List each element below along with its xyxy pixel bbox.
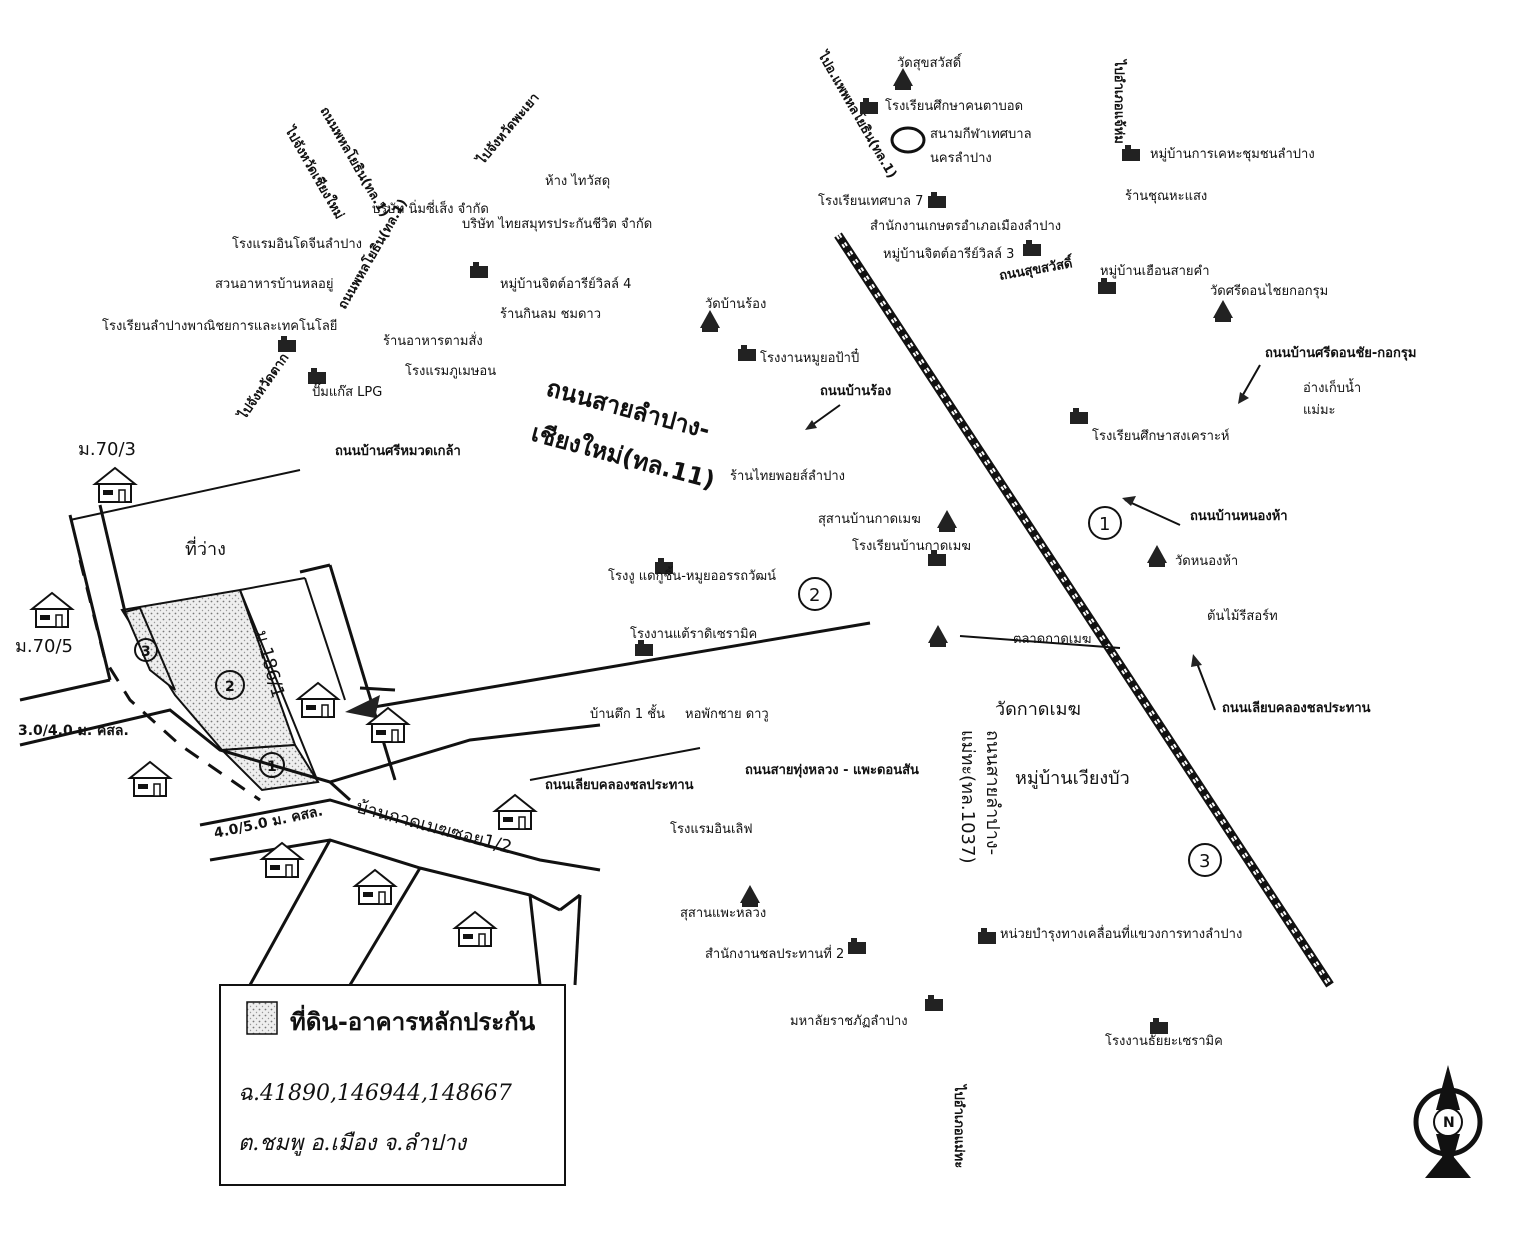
place-label: ห้าง ไทวัสดุ xyxy=(545,173,610,189)
road-label: แม่ทะ(ทล.1037) xyxy=(957,730,978,863)
road-label: ไปอำเภอแจ้ห่ม xyxy=(1111,58,1128,144)
road-label: ถนนบ้านศรีดอนชัย-กอกรุม xyxy=(1265,345,1416,361)
place-label: วัดศรีดอนไชยกอกรุม xyxy=(1210,283,1328,299)
place-label: ร้านกินลม ชมดาว xyxy=(500,307,601,322)
road-to-plot xyxy=(367,621,871,710)
area-label: วัดกาดเมฆ xyxy=(995,699,1081,720)
place-label: หมู่บ้านจิตต์อารีย์วิลล์ 3 xyxy=(883,246,1014,262)
place-label: อ่างเก็บน้ำ xyxy=(1303,378,1361,396)
place-label: สำนักงานชลประทานที่ 2 xyxy=(705,945,844,962)
marker-3: 3 xyxy=(1199,851,1210,872)
legend-swatch xyxy=(246,1001,278,1035)
place-label: วัดสุขสวัสดิ์ xyxy=(897,53,963,71)
plot-pointer-icon xyxy=(345,695,380,718)
place-label: สวนอาหารบ้านหลอยู่ xyxy=(215,277,333,292)
place-label: สุสานแพะหลวง xyxy=(680,906,766,921)
place-label: โรงงู แดกูชิ้น-หมูยออรรถวัฒน์ xyxy=(608,566,776,584)
area-label: หมู่บ้านเวียงบัว xyxy=(1015,768,1130,789)
road-label: ไปอำเภอแม่ทะ xyxy=(951,1083,968,1168)
place-label: บริษัท นิ่มซี่เส็ง จำกัด xyxy=(372,199,489,217)
place-label: โรงแรมอินโดจีนลำปาง xyxy=(232,236,362,252)
place-label: บริษัท ไทยสมุทรประกันชีวิต จำกัด xyxy=(462,216,652,232)
road-label: ถนนบ้านศรีหมวดเกล้า xyxy=(335,443,461,459)
soi-label: บ้านกาดเมฆซอย1/2 xyxy=(354,797,514,859)
compass-label: N xyxy=(1443,1115,1455,1131)
place-label: โรงงานธัยยะเซรามิค xyxy=(1105,1033,1223,1049)
plot-lane-top xyxy=(69,469,301,521)
vacant-land-label: ที่ว่าง xyxy=(185,536,226,560)
road-canal xyxy=(529,747,701,781)
place-label: แม่มะ xyxy=(1303,403,1336,418)
road-kat-mem xyxy=(959,635,1121,649)
place-label: โรงแรมภูเมษอน xyxy=(405,363,496,379)
place-label: นครลำปาง xyxy=(930,151,992,166)
place-label: สุสานบ้านกาดเมฆ xyxy=(818,512,921,527)
place-label: โรงงานแต้ราดิเซรามิค xyxy=(630,626,757,642)
place-label: บ้านตึก 1 ชั้น xyxy=(590,704,665,722)
place-label: โรงเรียนศึกษาสงเคราะห์ xyxy=(1092,428,1230,444)
place-label: โรงเรียนเทศบาล 7 xyxy=(818,193,923,209)
legend-title: ที่ดิน-อาคารหลักประกัน xyxy=(290,1004,536,1036)
road-label: ถนนสายทุ่งหลวง - แพะดอนสัน xyxy=(745,763,919,778)
place-label: วัดหนองห้า xyxy=(1175,554,1238,569)
railway-line xyxy=(834,232,1334,988)
legend-deed-numbers: ฉ.41890,146944,148667 xyxy=(238,1081,512,1106)
house-icon xyxy=(354,869,396,905)
place-label: ต้นไม้รีสอร์ท xyxy=(1207,608,1278,624)
house-icon xyxy=(94,467,136,503)
parcel-number: 1 xyxy=(267,759,277,775)
place-label: สำนักงานเกษตรอำเภอเมืองลำปาง xyxy=(870,218,1061,234)
place-label: มหาลัยราชภัฏลำปาง xyxy=(790,1014,908,1029)
place-label: โรงเรียนลำปางพาณิชยการและเทคโนโลยี xyxy=(102,318,337,334)
marker-1: 1 xyxy=(1099,514,1110,535)
legend-box: ที่ดิน-อาคารหลักประกัน ฉ.41890,146944,14… xyxy=(219,984,566,1186)
house-icon xyxy=(31,592,73,628)
road-label: ถนนเลียบคลองชลประทาน xyxy=(1222,700,1371,716)
place-label: หมู่บ้านจิตต์อารีย์วิลล์ 4 xyxy=(500,276,631,292)
place-label: หอพักชาย ดาวู xyxy=(685,707,769,722)
road-label: ไปจังหวัดพะเยา xyxy=(472,89,543,169)
road-label: ถนนสายลำปาง- xyxy=(982,730,1003,855)
house-icon xyxy=(261,842,303,878)
parcel-number: 2 xyxy=(225,679,235,695)
lane-width-label: 4.0/5.0 ม. คสล. xyxy=(213,803,325,842)
place-label: โรงเรียนบ้านกาดเมฆ xyxy=(852,538,971,554)
legend-location: ต.ชมพู อ.เมือง จ.ลำปาง xyxy=(238,1131,468,1156)
place-label: หมู่บ้านเฮือนสายคำ xyxy=(1100,263,1210,279)
neighbor-label: ม.70/3 xyxy=(78,439,136,460)
place-label: ร้านอาหารตามสั่ง xyxy=(383,332,483,349)
place-label: ปั๊มแก๊ส LPG xyxy=(312,382,382,400)
place-label: ร้านชุณหะแสง xyxy=(1125,189,1207,204)
marker-2: 2 xyxy=(809,585,820,606)
place-label: สนามกีฬาเทศบาล xyxy=(930,126,1032,142)
place-label: หมู่บ้านการเคหะชุมชนลำปาง xyxy=(1150,147,1315,162)
road-label: ถนนบ้านหนองห้า xyxy=(1190,508,1288,524)
place-label: วัดบ้านร้อง xyxy=(705,297,766,312)
places: วัดสุขสวัสดิ์ โรงเรียนศึกษาคนตาบอด สนามก… xyxy=(102,53,1361,1049)
place-label: โรงแรมอินเลิฟ xyxy=(670,821,753,837)
house-icon xyxy=(129,761,171,797)
lane-width-label: 3.0/4.0 ม. คสล. xyxy=(18,723,129,739)
road-label: ถนนเลียบคลองชลประทาน xyxy=(545,777,694,793)
place-label: โรงงานหมูยอป้าปี๋ xyxy=(760,348,859,366)
place-label: ร้านไทยพอยส์ลำปาง xyxy=(730,468,845,484)
house-icon xyxy=(494,794,536,830)
place-label: ตลาดกาดเมฆ xyxy=(1013,632,1091,647)
house-icon xyxy=(454,911,496,947)
compass-icon: N xyxy=(1413,1065,1483,1178)
neighbor-label: ม.70/5 xyxy=(15,636,73,657)
place-label: หน่วยบำรุงทางเคลื่อนที่แขวงการทางลำปาง xyxy=(1000,925,1242,942)
parcel-number: 3 xyxy=(141,644,151,660)
road-label: ถนนบ้านร้อง xyxy=(820,383,891,399)
place-label: โรงเรียนศึกษาคนตาบอด xyxy=(885,98,1023,114)
road-label: ไปจังหวัดตาก xyxy=(233,350,292,424)
